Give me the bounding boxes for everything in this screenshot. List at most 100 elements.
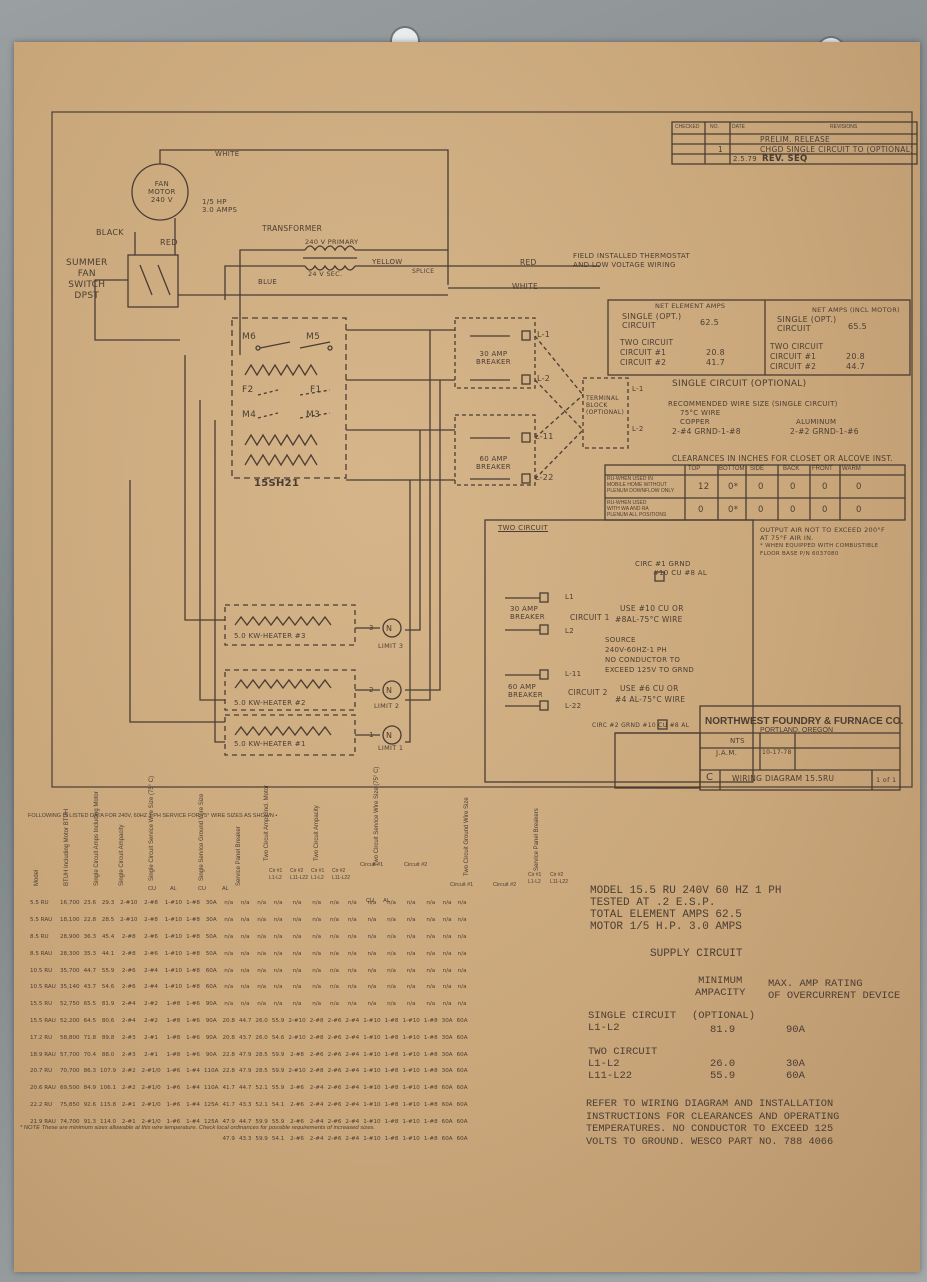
clear-cell: 0: [758, 505, 764, 515]
table-cell: 1-#10: [363, 1135, 381, 1142]
data-table-caption: FOLLOWING IS LISTED DATA FOR 240V, 60HZ …: [28, 813, 278, 819]
table-cell: 60A: [456, 1034, 468, 1041]
table-cell: n/a: [273, 950, 283, 957]
table-cell: 115.8: [100, 1101, 117, 1108]
table-cell: n/a: [406, 984, 416, 991]
table-cell: n/a: [387, 967, 396, 974]
table-cell: n/a: [240, 900, 250, 907]
table-cell: 21.9 RAU: [30, 1118, 56, 1125]
line-l1: L-1: [537, 330, 551, 339]
table-cell: n/a: [257, 1001, 267, 1008]
wire-label-red: RED: [160, 238, 178, 247]
clear-cell: 12: [698, 482, 710, 492]
line-l11: L-11: [535, 432, 554, 441]
table-cell: n/a: [330, 900, 339, 907]
sub-header: AL: [170, 886, 177, 892]
sub-header: CU: [198, 886, 206, 892]
table-cell: 2-#6: [327, 1118, 342, 1125]
net-element-amps-header: NET ELEMENT AMPS: [655, 302, 726, 310]
clear-cell: 0: [790, 505, 796, 515]
table-cell: 1-#6: [166, 1085, 181, 1092]
table-cell: n/a: [273, 900, 283, 907]
rev-header-date: DATE: [732, 124, 745, 130]
table-cell: n/a: [292, 984, 302, 991]
table-cell: 44.7: [83, 967, 97, 974]
table-cell: 2-#3: [121, 1051, 136, 1058]
table-cell: 29.3: [101, 900, 115, 907]
table-cell: 2-#6: [327, 1068, 342, 1075]
table-cell: [58, 1130, 82, 1147]
table-cell: n/a: [224, 1001, 234, 1008]
circ2-grnd: CIRC #2 GRND #10 CU #8 AL: [592, 722, 690, 729]
table-cell: n/a: [240, 917, 250, 924]
table-cell: 52,750: [60, 1001, 80, 1008]
table-cell: 2-#4: [121, 1001, 136, 1008]
table-cell: 65.5: [83, 1001, 97, 1008]
table-cell: 47.9: [222, 1135, 235, 1142]
table-cell: 90A: [205, 1051, 217, 1058]
table-cell: 1-#8: [186, 900, 200, 907]
table-cell: 2-#10: [288, 1017, 306, 1024]
table-cell: n/a: [387, 900, 396, 907]
table-cell: n/a: [347, 933, 357, 940]
table-cell: 35,700: [60, 967, 80, 974]
table-cell: n/a: [330, 967, 339, 974]
table-cell: n/a: [442, 967, 452, 974]
table-cell: 1-#8: [423, 1051, 438, 1058]
sheet-number: 1 of 1: [876, 776, 897, 784]
table-cell: 1-#10: [363, 1034, 381, 1041]
table-cell: 84.9: [83, 1085, 97, 1092]
table-cell: n/a: [367, 950, 377, 957]
table-cell: 106.1: [100, 1085, 117, 1092]
table-cell: 1-#8: [384, 1135, 399, 1142]
table-cell: 1-#8: [186, 984, 200, 991]
rev-header-no: NO.: [710, 124, 719, 130]
relay-m5: M5: [306, 332, 321, 342]
table-cell: 2-#6: [290, 1085, 304, 1092]
table-cell: 54.6: [271, 1034, 285, 1041]
table-cell: 2-#4: [345, 1068, 360, 1075]
table-cell: n/a: [257, 950, 267, 957]
table-cell: 2-#1: [144, 1034, 158, 1041]
table-cell: n/a: [240, 1001, 250, 1008]
table-cell: 50A: [205, 933, 217, 940]
table-cell: n/a: [387, 1001, 396, 1008]
table-cell: n/a: [367, 967, 377, 974]
table-cell: 1-#8: [166, 1001, 181, 1008]
table-cell: n/a: [257, 967, 267, 974]
table-cell: 90A: [205, 1001, 217, 1008]
table-cell: 1-#10: [402, 1051, 420, 1058]
table-cell: 1-#10: [402, 1118, 420, 1125]
table-cell: 110A: [203, 1068, 219, 1075]
col-header: Model: [34, 869, 40, 886]
use-note-2: USE #6 CU OR#4 AL-75°C WIRE: [615, 684, 686, 704]
table-cell: 36.3: [83, 933, 97, 940]
tc-l2: L2: [565, 627, 574, 635]
drawn-date: 10-17-78: [762, 749, 792, 756]
table-cell: 60A: [456, 1085, 468, 1092]
clear-header-front: FRONT: [812, 466, 833, 472]
table-cell: 44.7: [238, 1118, 252, 1125]
table-cell: 52,200: [60, 1017, 80, 1024]
clear-header-back: BACK: [783, 466, 800, 472]
table-cell: 1-#8: [384, 1051, 399, 1058]
table-cell: 2-#4: [309, 1101, 324, 1108]
table-cell: n/a: [406, 967, 416, 974]
table-cell: 1-#8: [166, 1051, 181, 1058]
table-cell: n/a: [457, 917, 467, 924]
table-cell: 2-#8: [290, 1051, 304, 1058]
table-cell: 2-#2: [144, 1001, 158, 1008]
table-cell: 30A: [205, 900, 217, 907]
col-header: Two Circuit Ground Wire Size: [464, 797, 470, 876]
wiring-diagram-sheet: [14, 42, 920, 1272]
table-cell: 2-#6: [327, 1034, 342, 1041]
table-cell: 22.8: [83, 917, 97, 924]
single-circuit-label-right: SINGLE (OPT.)CIRCUIT: [777, 315, 837, 333]
